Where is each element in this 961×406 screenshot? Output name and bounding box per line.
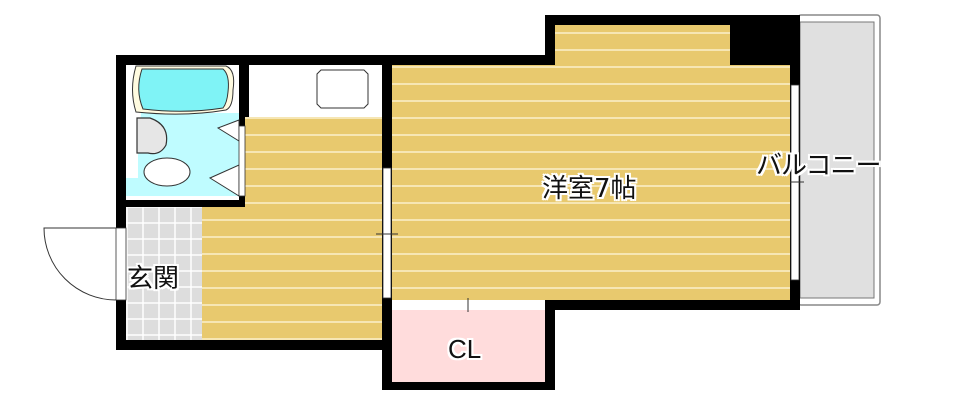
balcony-window[interactable]	[790, 84, 804, 281]
western-room-floor	[392, 25, 790, 300]
balcony	[797, 14, 881, 306]
hall-floor	[200, 207, 260, 340]
entrance-label: 玄関	[127, 264, 180, 294]
western-room-label: 洋室7帖	[542, 174, 637, 204]
sink-icon	[316, 69, 369, 109]
toilet-icon	[143, 157, 191, 187]
bathroom	[126, 65, 246, 200]
entrance-tile	[126, 207, 202, 340]
closet-label: CL	[448, 334, 482, 364]
kitchen-floor	[245, 117, 382, 340]
interior-door[interactable]	[376, 167, 398, 299]
kitchen	[249, 65, 382, 117]
balcony-label: バルコニー	[756, 151, 881, 181]
closet	[392, 298, 545, 382]
sink-basin-icon	[136, 117, 168, 155]
entrance-door[interactable]	[43, 227, 127, 301]
